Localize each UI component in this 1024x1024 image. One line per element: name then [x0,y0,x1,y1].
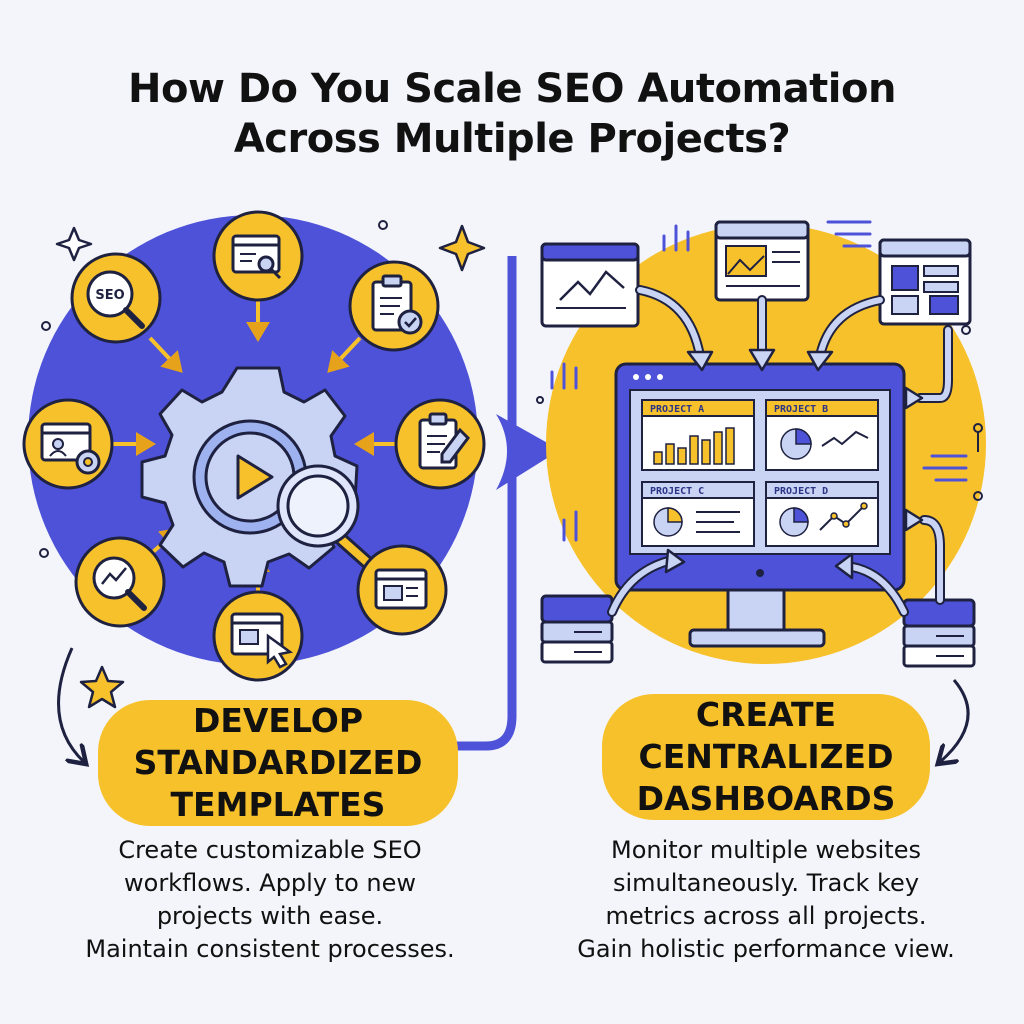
server-icon-right [902,598,976,668]
right-heading-line-3: DASHBOARDS [636,779,896,818]
window-line-chart [540,242,640,328]
node-analytics-search [74,536,166,628]
node-clipboard-check [348,260,440,352]
connector-arrowhead [496,414,560,490]
right-heading-line-1: CREATE [695,695,837,734]
connector-arrow [452,256,517,751]
left-description: Create customizable SEO workflows. Apply… [20,834,520,966]
right-description-line-4: Gain holistic performance view. [577,935,955,963]
title-line-2: Across Multiple Projects? [233,116,791,162]
server-icon-left [540,594,614,664]
left-description-line-1: Create customizable SEO [118,836,422,864]
panel-d-label: PROJECT D [774,486,828,497]
window-image [714,220,810,302]
node-clipboard-edit [394,398,486,490]
window-grid [878,238,972,326]
left-description-line-2: workflows. Apply to new [124,869,416,897]
node-seo-search: SEO [70,252,162,344]
node-browser-layout [356,544,448,636]
panel-c-label: PROJECT C [650,486,704,497]
right-description: Monitor multiple websites simultaneously… [528,834,1004,966]
left-heading-line-1: DEVELOP [192,701,364,740]
right-description-line-3: metrics across all projects. [605,902,927,930]
left-description-line-3: projects with ease. [156,902,384,930]
right-description-line-1: Monitor multiple websites [611,836,921,864]
sparkle-icon [55,226,93,262]
magnifier-icon [276,464,385,579]
right-heading-pill: CREATE CENTRALIZED DASHBOARDS [602,694,930,820]
node-browser-search [212,210,304,302]
seo-badge-text: SEO [95,288,124,303]
node-profile-settings [22,398,114,490]
panel-a-label: PROJECT A [650,404,704,415]
node-browser-cursor [212,590,304,682]
left-heading-line-3: TEMPLATES [170,785,386,824]
left-heading-line-2: STANDARDIZED [133,743,423,782]
star-icon [79,665,125,709]
left-heading-pill: DEVELOP STANDARDIZED TEMPLATES [98,700,458,826]
right-heading-line-2: CENTRALIZED [638,737,894,776]
play-icon [236,454,274,500]
panel-b-label: PROJECT B [774,404,828,415]
title-line-1: How Do You Scale SEO Automation [128,66,896,112]
right-description-line-2: simultaneously. Track key [612,869,920,897]
page-title: How Do You Scale SEO Automation Across M… [0,64,1024,164]
left-description-line-4: Maintain consistent processes. [85,935,455,963]
sparkle-icon [438,224,486,272]
